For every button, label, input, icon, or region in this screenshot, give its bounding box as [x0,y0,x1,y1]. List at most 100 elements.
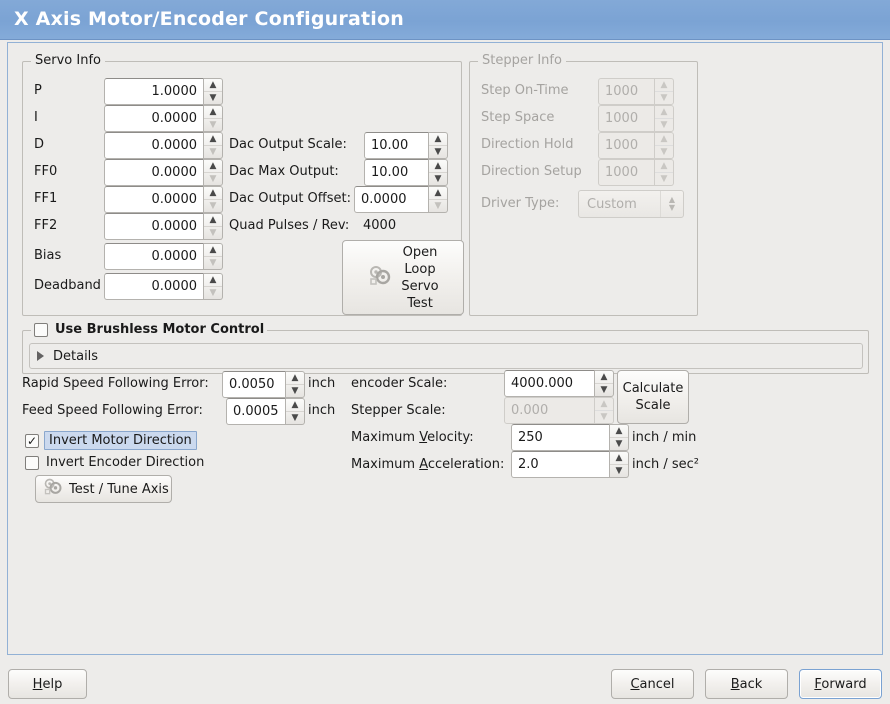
cancel-button[interactable]: Cancel [611,669,694,699]
calculate-scale-button[interactable]: Calculate Scale [617,370,689,424]
direction-hold-field: 1000 ▲ ▼ [598,132,674,159]
maximum-acceleration-value[interactable]: 2.0 [511,451,610,478]
servo-field-i[interactable]: 0.0000 ▲ ▼ [104,105,223,132]
invert-motor-direction-checkbox[interactable]: ✓ Invert Motor Direction [25,431,197,450]
encoder-scale-spinners[interactable]: ▲ ▼ [595,370,614,397]
maximum-velocity-spinners[interactable]: ▲ ▼ [610,424,629,451]
spin-down-icon[interactable]: ▼ [286,411,304,424]
back-button[interactable]: Back [705,669,788,699]
servo-field-ff2[interactable]: 0.0000 ▲ ▼ [104,213,223,240]
maximum-velocity-field[interactable]: 250 ▲ ▼ [511,424,629,451]
checkbox-box[interactable] [25,455,39,470]
servo-field-i-value[interactable]: 0.0000 [104,105,204,132]
dac-output-offset-value[interactable]: 0.0000 [354,186,429,213]
servo-field-ff1[interactable]: 0.0000 ▲ ▼ [104,186,223,213]
servo-field-bias-spinners[interactable]: ▲ ▼ [204,243,223,270]
rapid-following-error-spinners[interactable]: ▲ ▼ [286,371,305,398]
spin-down-icon[interactable]: ▼ [610,464,628,477]
spin-up-icon[interactable]: ▲ [209,106,217,117]
spin-up-icon[interactable]: ▲ [209,160,217,171]
spin-down-icon[interactable]: ▼ [429,145,447,158]
servo-field-ff1-value[interactable]: 0.0000 [104,186,204,213]
dac-output-offset-field[interactable]: 0.0000 ▲ ▼ [354,186,448,213]
servo-field-ff1-spinners[interactable]: ▲ ▼ [204,186,223,213]
spin-up-icon[interactable]: ▲ [600,371,608,382]
spin-down-icon: ▼ [595,410,613,423]
servo-field-p[interactable]: 1.0000 ▲ ▼ [104,78,223,105]
titlebar: X Axis Motor/Encoder Configuration [0,0,890,40]
spin-down-icon: ▼ [655,172,673,185]
dac-output-scale-field[interactable]: 10.00 ▲ ▼ [364,132,448,159]
servo-field-deadband[interactable]: 0.0000 ▲ ▼ [104,273,223,300]
feed-following-error-field[interactable]: 0.0005 ▲ ▼ [226,398,305,425]
spin-up-icon[interactable]: ▲ [434,160,442,171]
servo-field-ff2-value[interactable]: 0.0000 [104,213,204,240]
spin-up-icon[interactable]: ▲ [291,372,299,383]
spin-up-icon[interactable]: ▲ [615,425,623,436]
spin-up-icon[interactable]: ▲ [209,133,217,144]
servo-field-ff0-spinners[interactable]: ▲ ▼ [204,159,223,186]
servo-field-ff0[interactable]: 0.0000 ▲ ▼ [104,159,223,186]
spin-up-icon[interactable]: ▲ [209,79,217,90]
details-expander[interactable]: Details [29,343,863,369]
rapid-following-error-value[interactable]: 0.0050 [222,371,286,398]
servo-field-deadband-value[interactable]: 0.0000 [104,273,204,300]
test-tune-axis-button[interactable]: Test / Tune Axis [35,475,172,503]
servo-label-p: P [34,83,42,98]
dac-output-scale-value[interactable]: 10.00 [364,132,429,159]
spin-up-icon[interactable]: ▲ [209,187,217,198]
checkbox-box[interactable] [34,323,48,337]
checkbox-box[interactable]: ✓ [25,433,39,448]
use-brushless-motor-control-checkbox[interactable]: Use Brushless Motor Control [34,323,264,337]
servo-field-p-value[interactable]: 1.0000 [104,78,204,105]
encoder-scale-value[interactable]: 4000.000 [504,370,595,397]
servo-field-bias-value[interactable]: 0.0000 [104,243,204,270]
spin-down-icon[interactable]: ▼ [204,91,222,104]
dac-output-scale-spinners[interactable]: ▲ ▼ [429,132,448,159]
spin-up-icon[interactable]: ▲ [434,133,442,144]
servo-field-deadband-spinners[interactable]: ▲ ▼ [204,273,223,300]
feed-following-error-spinners[interactable]: ▲ ▼ [286,398,305,425]
servo-label-deadband: Deadband [34,278,101,293]
help-button[interactable]: Help [8,669,87,699]
encoder-scale-field[interactable]: 4000.000 ▲ ▼ [504,370,614,397]
open-loop-servo-test-button[interactable]: Open Loop Servo Test [342,240,464,315]
spin-up-icon[interactable]: ▲ [209,244,217,255]
rapid-following-error-field[interactable]: 0.0050 ▲ ▼ [222,371,305,398]
spin-down-icon[interactable]: ▼ [286,384,304,397]
servo-field-d-value[interactable]: 0.0000 [104,132,204,159]
spin-down-icon[interactable]: ▼ [429,172,447,185]
dac-max-output-value[interactable]: 10.00 [364,159,429,186]
back-post: ack [739,676,763,692]
forward-button[interactable]: Forward [799,669,882,699]
spin-up-icon[interactable]: ▲ [615,452,623,463]
dac-max-output-field[interactable]: 10.00 ▲ ▼ [364,159,448,186]
servo-field-d-spinners[interactable]: ▲ ▼ [204,132,223,159]
servo-field-p-spinners[interactable]: ▲ ▼ [204,78,223,105]
spin-up-icon[interactable]: ▲ [434,187,442,198]
maximum-acceleration-field[interactable]: 2.0 ▲ ▼ [511,451,629,478]
spin-up-icon: ▲ [600,398,608,409]
servo-field-ff2-spinners[interactable]: ▲ ▼ [204,213,223,240]
spin-up-icon[interactable]: ▲ [291,399,299,410]
dac-output-offset-spinners[interactable]: ▲ ▼ [429,186,448,213]
servo-field-bias[interactable]: 0.0000 ▲ ▼ [104,243,223,270]
invert-encoder-direction-checkbox[interactable]: Invert Encoder Direction [25,455,204,470]
maximum-velocity-unit: inch / min [632,430,697,445]
servo-field-ff0-value[interactable]: 0.0000 [104,159,204,186]
feed-following-error-value[interactable]: 0.0005 [226,398,286,425]
use-brushless-motor-control-label: Use Brushless Motor Control [55,322,265,337]
maximum-velocity-value[interactable]: 250 [511,424,610,451]
dac-max-output-spinners[interactable]: ▲ ▼ [429,159,448,186]
test-tune-axis-label: Test / Tune Axis [69,481,169,497]
spin-up-icon: ▲ [660,79,668,90]
servo-field-d[interactable]: 0.0000 ▲ ▼ [104,132,223,159]
step-space-spinners: ▲ ▼ [655,105,674,132]
spin-up-icon[interactable]: ▲ [209,214,217,225]
driver-type-label: Driver Type: [481,196,560,211]
spin-down-icon[interactable]: ▼ [610,437,628,450]
servo-field-i-spinners[interactable]: ▲ ▼ [204,105,223,132]
spin-down-icon[interactable]: ▼ [595,383,613,396]
spin-up-icon[interactable]: ▲ [209,274,217,285]
maximum-acceleration-spinners[interactable]: ▲ ▼ [610,451,629,478]
